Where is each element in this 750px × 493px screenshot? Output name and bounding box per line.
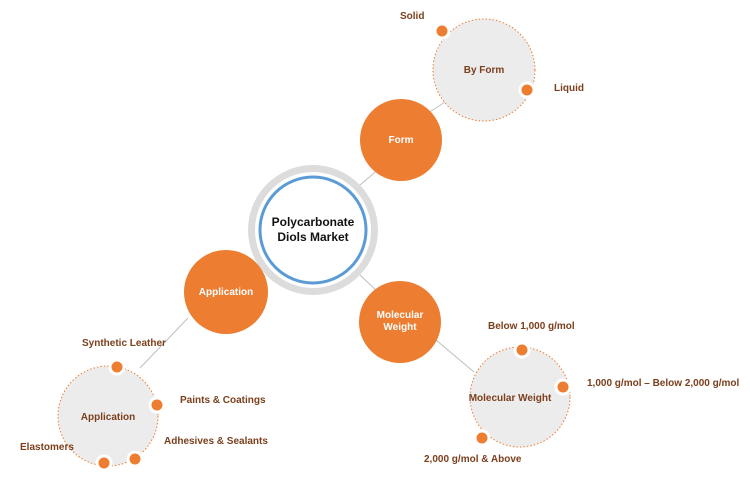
mw-label-line1: Molecular [377, 310, 424, 321]
by-form-title: By Form [464, 65, 505, 76]
application-label: Application [199, 287, 253, 298]
bullet-icon [554, 378, 572, 396]
application-item: Elastomers [20, 442, 74, 453]
application-item: Paints & Coatings [180, 395, 266, 406]
bullet-icon [518, 81, 536, 99]
bullet-icon [108, 358, 126, 376]
form-node: Form [360, 99, 442, 181]
mw-item: 1,000 g/mol – Below 2,000 g/mol [587, 378, 740, 389]
mw-item: 2,000 g/mol & Above [424, 454, 522, 465]
application-sub-group: Application Synthetic Leather Paints & C… [20, 338, 268, 472]
center-title-line1: Polycarbonate [272, 215, 355, 229]
bullet-icon [473, 429, 491, 447]
application-sub-title: Application [81, 412, 135, 423]
center-node: Polycarbonate Diols Market [248, 165, 378, 295]
form-item-solid: Solid [400, 11, 424, 22]
form-label: Form [389, 135, 414, 146]
mw-item: Below 1,000 g/mol [488, 321, 575, 332]
bullet-icon [433, 22, 451, 40]
connector-molecular-weight [359, 274, 379, 293]
form-item-liquid: Liquid [554, 83, 584, 94]
bullet-icon [513, 341, 531, 359]
by-form-group: By Form Solid Liquid [400, 11, 584, 122]
mw-label-line2: Weight [383, 322, 417, 333]
connector-mw-sub [435, 339, 475, 373]
molecular-weight-sub-group: Molecular Weight Below 1,000 g/mol 1,000… [424, 321, 740, 465]
bullet-icon [148, 396, 166, 414]
bullet-icon [126, 450, 144, 468]
application-item: Adhesives & Sealants [164, 436, 268, 447]
molecular-weight-node: Molecular Weight [359, 281, 441, 363]
connector-application-sub [139, 317, 189, 369]
application-node: Application [184, 250, 268, 334]
center-title-line2: Diols Market [277, 230, 348, 244]
mw-sub-title: Molecular Weight [469, 393, 552, 404]
application-item: Synthetic Leather [82, 338, 166, 349]
bullet-icon [95, 454, 113, 472]
